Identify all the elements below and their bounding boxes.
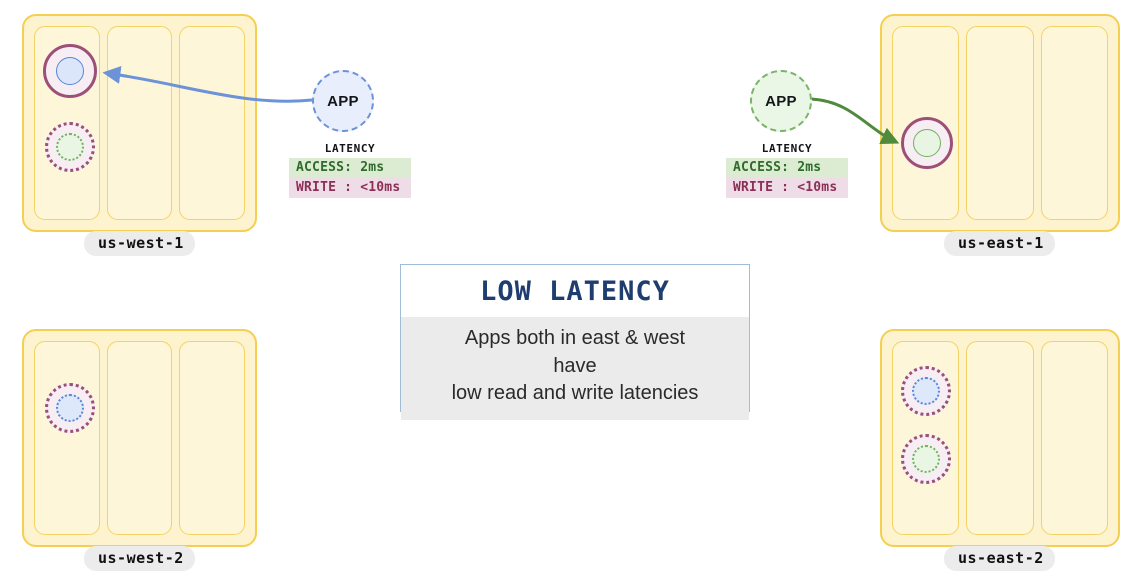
data-node-replica-blue[interactable] <box>45 383 95 433</box>
region-us-west-2[interactable] <box>22 329 257 547</box>
latency-write-value: WRITE : <10ms <box>726 178 848 198</box>
region-label-us-west-1: us-west-1 <box>84 231 195 256</box>
callout-body: Apps both in east & west have low read a… <box>401 317 749 420</box>
latency-access-value: ACCESS: 2ms <box>726 158 848 178</box>
region-us-east-1[interactable] <box>880 14 1120 232</box>
data-node-replica-blue[interactable] <box>901 366 951 416</box>
region-label-us-east-1: us-east-1 <box>944 231 1055 256</box>
node-inner-circle <box>56 394 84 422</box>
data-node-primary-green[interactable] <box>901 117 953 169</box>
node-inner-circle <box>56 57 84 85</box>
latency-title: LATENCY <box>761 142 813 155</box>
data-node-replica-green[interactable] <box>901 434 951 484</box>
node-inner-circle <box>912 377 940 405</box>
region-column <box>966 26 1034 220</box>
latency-title: LATENCY <box>324 142 376 155</box>
region-column <box>179 341 246 535</box>
app-node-label: APP <box>327 92 359 110</box>
app-node-west[interactable]: APP <box>312 70 374 132</box>
callout-line: have <box>553 354 597 377</box>
region-us-west-1[interactable] <box>22 14 257 232</box>
latency-access-value: ACCESS: 2ms <box>289 158 411 178</box>
data-node-primary-blue[interactable] <box>43 44 97 98</box>
node-inner-circle <box>56 133 84 161</box>
region-column <box>179 26 246 220</box>
region-column <box>966 341 1034 535</box>
region-column <box>1040 26 1108 220</box>
latency-block-east: LATENCY ACCESS: 2ms WRITE : <10ms <box>726 142 848 198</box>
callout-line: low read and write latencies <box>451 382 699 405</box>
region-column <box>1040 341 1108 535</box>
app-node-label: APP <box>765 92 797 110</box>
region-column <box>106 341 173 535</box>
region-label-us-east-2: us-east-2 <box>944 546 1055 571</box>
callout-low-latency: LOW LATENCY Apps both in east & west hav… <box>400 264 750 420</box>
callout-line: Apps both in east & west <box>464 327 686 349</box>
latency-write-value: WRITE : <10ms <box>289 178 411 198</box>
region-column <box>106 26 173 220</box>
node-inner-circle <box>912 445 940 473</box>
region-label-us-west-2: us-west-2 <box>84 546 195 571</box>
data-node-replica-green[interactable] <box>45 122 95 172</box>
node-inner-circle <box>913 129 941 157</box>
region-column <box>34 341 100 535</box>
latency-block-west: LATENCY ACCESS: 2ms WRITE : <10ms <box>289 142 411 198</box>
callout-title: LOW LATENCY <box>401 265 749 317</box>
region-us-east-2[interactable] <box>880 329 1120 547</box>
app-node-east[interactable]: APP <box>750 70 812 132</box>
